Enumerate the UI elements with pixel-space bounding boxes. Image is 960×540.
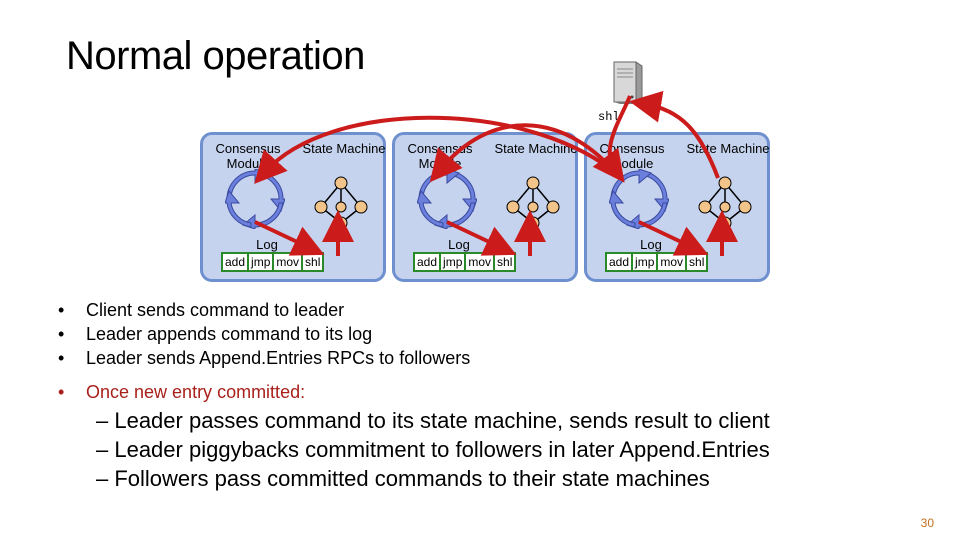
bullet-item: Client sends command to leader xyxy=(58,298,470,322)
state-machine-graph-icon xyxy=(314,176,368,230)
server-icon xyxy=(613,61,643,105)
consensus-cycle-icon xyxy=(417,169,477,229)
log-entry: jmp xyxy=(633,254,659,270)
log-entry: add xyxy=(607,254,634,270)
consensus-module-label: Consensus Module xyxy=(599,141,665,171)
log-entry: add xyxy=(223,254,250,270)
log-entry: jmp xyxy=(441,254,467,270)
log-entry: shl xyxy=(305,255,321,269)
log-entry: shl xyxy=(497,255,513,269)
consensus-cycle-icon xyxy=(225,169,285,229)
log-entries: add jmp mov shl xyxy=(221,252,325,272)
page-number: 30 xyxy=(920,516,934,530)
sub-bullet-list: – Leader passes command to its state mac… xyxy=(96,406,770,493)
sub-bullet-item: – Followers pass committed commands to t… xyxy=(96,466,710,491)
bullet-item: Leader sends Append.Entries RPCs to foll… xyxy=(58,346,470,370)
consensus-cycle-icon xyxy=(609,169,669,229)
bullet-item-highlight: Once new entry committed: xyxy=(58,380,470,404)
log-entry: jmp xyxy=(249,254,275,270)
log-label: Log xyxy=(640,237,662,252)
server-node-2: Consensus Module State Machine Log add j… xyxy=(392,132,578,282)
state-machine-graph-icon xyxy=(506,176,560,230)
log-entry: shl xyxy=(689,255,705,269)
sub-bullet-item: – Leader passes command to its state mac… xyxy=(96,408,770,433)
bullet-list: Client sends command to leader Leader ap… xyxy=(58,298,470,404)
log-label: Log xyxy=(256,237,278,252)
sub-bullet-item: – Leader piggybacks commitment to follow… xyxy=(96,437,770,462)
consensus-module-label: Consensus Module xyxy=(407,141,473,171)
log-label: Log xyxy=(448,237,470,252)
log-entries: add jmp mov shl xyxy=(605,252,709,272)
log-entry: add xyxy=(415,254,442,270)
log-entry: mov xyxy=(274,254,304,270)
state-machine-label: State Machine xyxy=(302,141,386,156)
server-node-1: Consensus Module State Machine Log add j… xyxy=(200,132,386,282)
server-label: shl xyxy=(598,110,620,124)
state-machine-graph-icon xyxy=(698,176,752,230)
bullet-item: Leader appends command to its log xyxy=(58,322,470,346)
slide-title: Normal operation xyxy=(66,34,365,78)
log-entry: mov xyxy=(658,254,688,270)
state-machine-label: State Machine xyxy=(686,141,770,156)
server-node-3: Consensus Module State Machine Log add j… xyxy=(584,132,770,282)
log-entry: mov xyxy=(466,254,496,270)
state-machine-label: State Machine xyxy=(494,141,578,156)
log-entries: add jmp mov shl xyxy=(413,252,517,272)
consensus-module-label: Consensus Module xyxy=(215,141,281,171)
